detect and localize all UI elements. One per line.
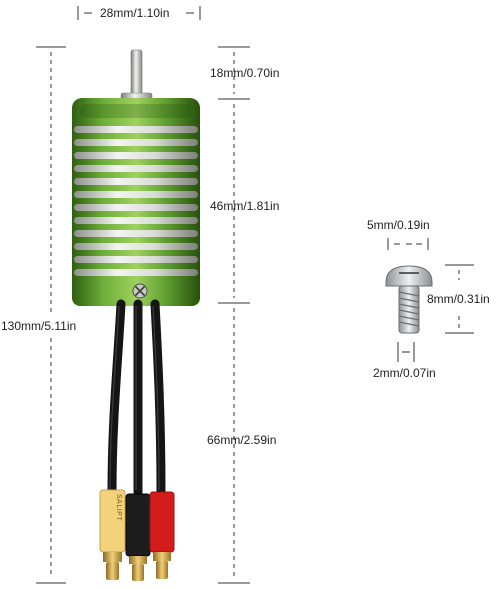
shaft-length-label: 18mm/0.70in	[210, 66, 280, 80]
width-dimension-line	[77, 6, 201, 20]
connector-yellow	[99, 489, 126, 580]
total-length-label: 130mm/5.11in	[1, 319, 77, 333]
motor-body	[72, 98, 200, 306]
screw	[385, 265, 433, 334]
total-length-dimension-line	[36, 46, 66, 584]
connector-black	[125, 493, 151, 581]
motor-shaft	[130, 49, 143, 101]
screw-head-label: 5mm/0.19in	[367, 218, 430, 232]
connector-brand-text: SALIPT	[115, 494, 122, 521]
width-label: 28mm/1.10in	[100, 6, 170, 20]
motor-wires	[107, 299, 166, 497]
screw-dimension-lines	[387, 238, 474, 362]
screw-length-label: 8mm/0.31in	[427, 292, 490, 306]
screw-thread-label: 2mm/0.07in	[373, 366, 436, 380]
segment-dimension-lines	[218, 46, 250, 584]
cooling-fins	[74, 126, 198, 276]
connector-red	[149, 491, 175, 579]
body-length-label: 46mm/1.81in	[210, 199, 280, 213]
wire-length-label: 66mm/2.59in	[207, 433, 277, 447]
